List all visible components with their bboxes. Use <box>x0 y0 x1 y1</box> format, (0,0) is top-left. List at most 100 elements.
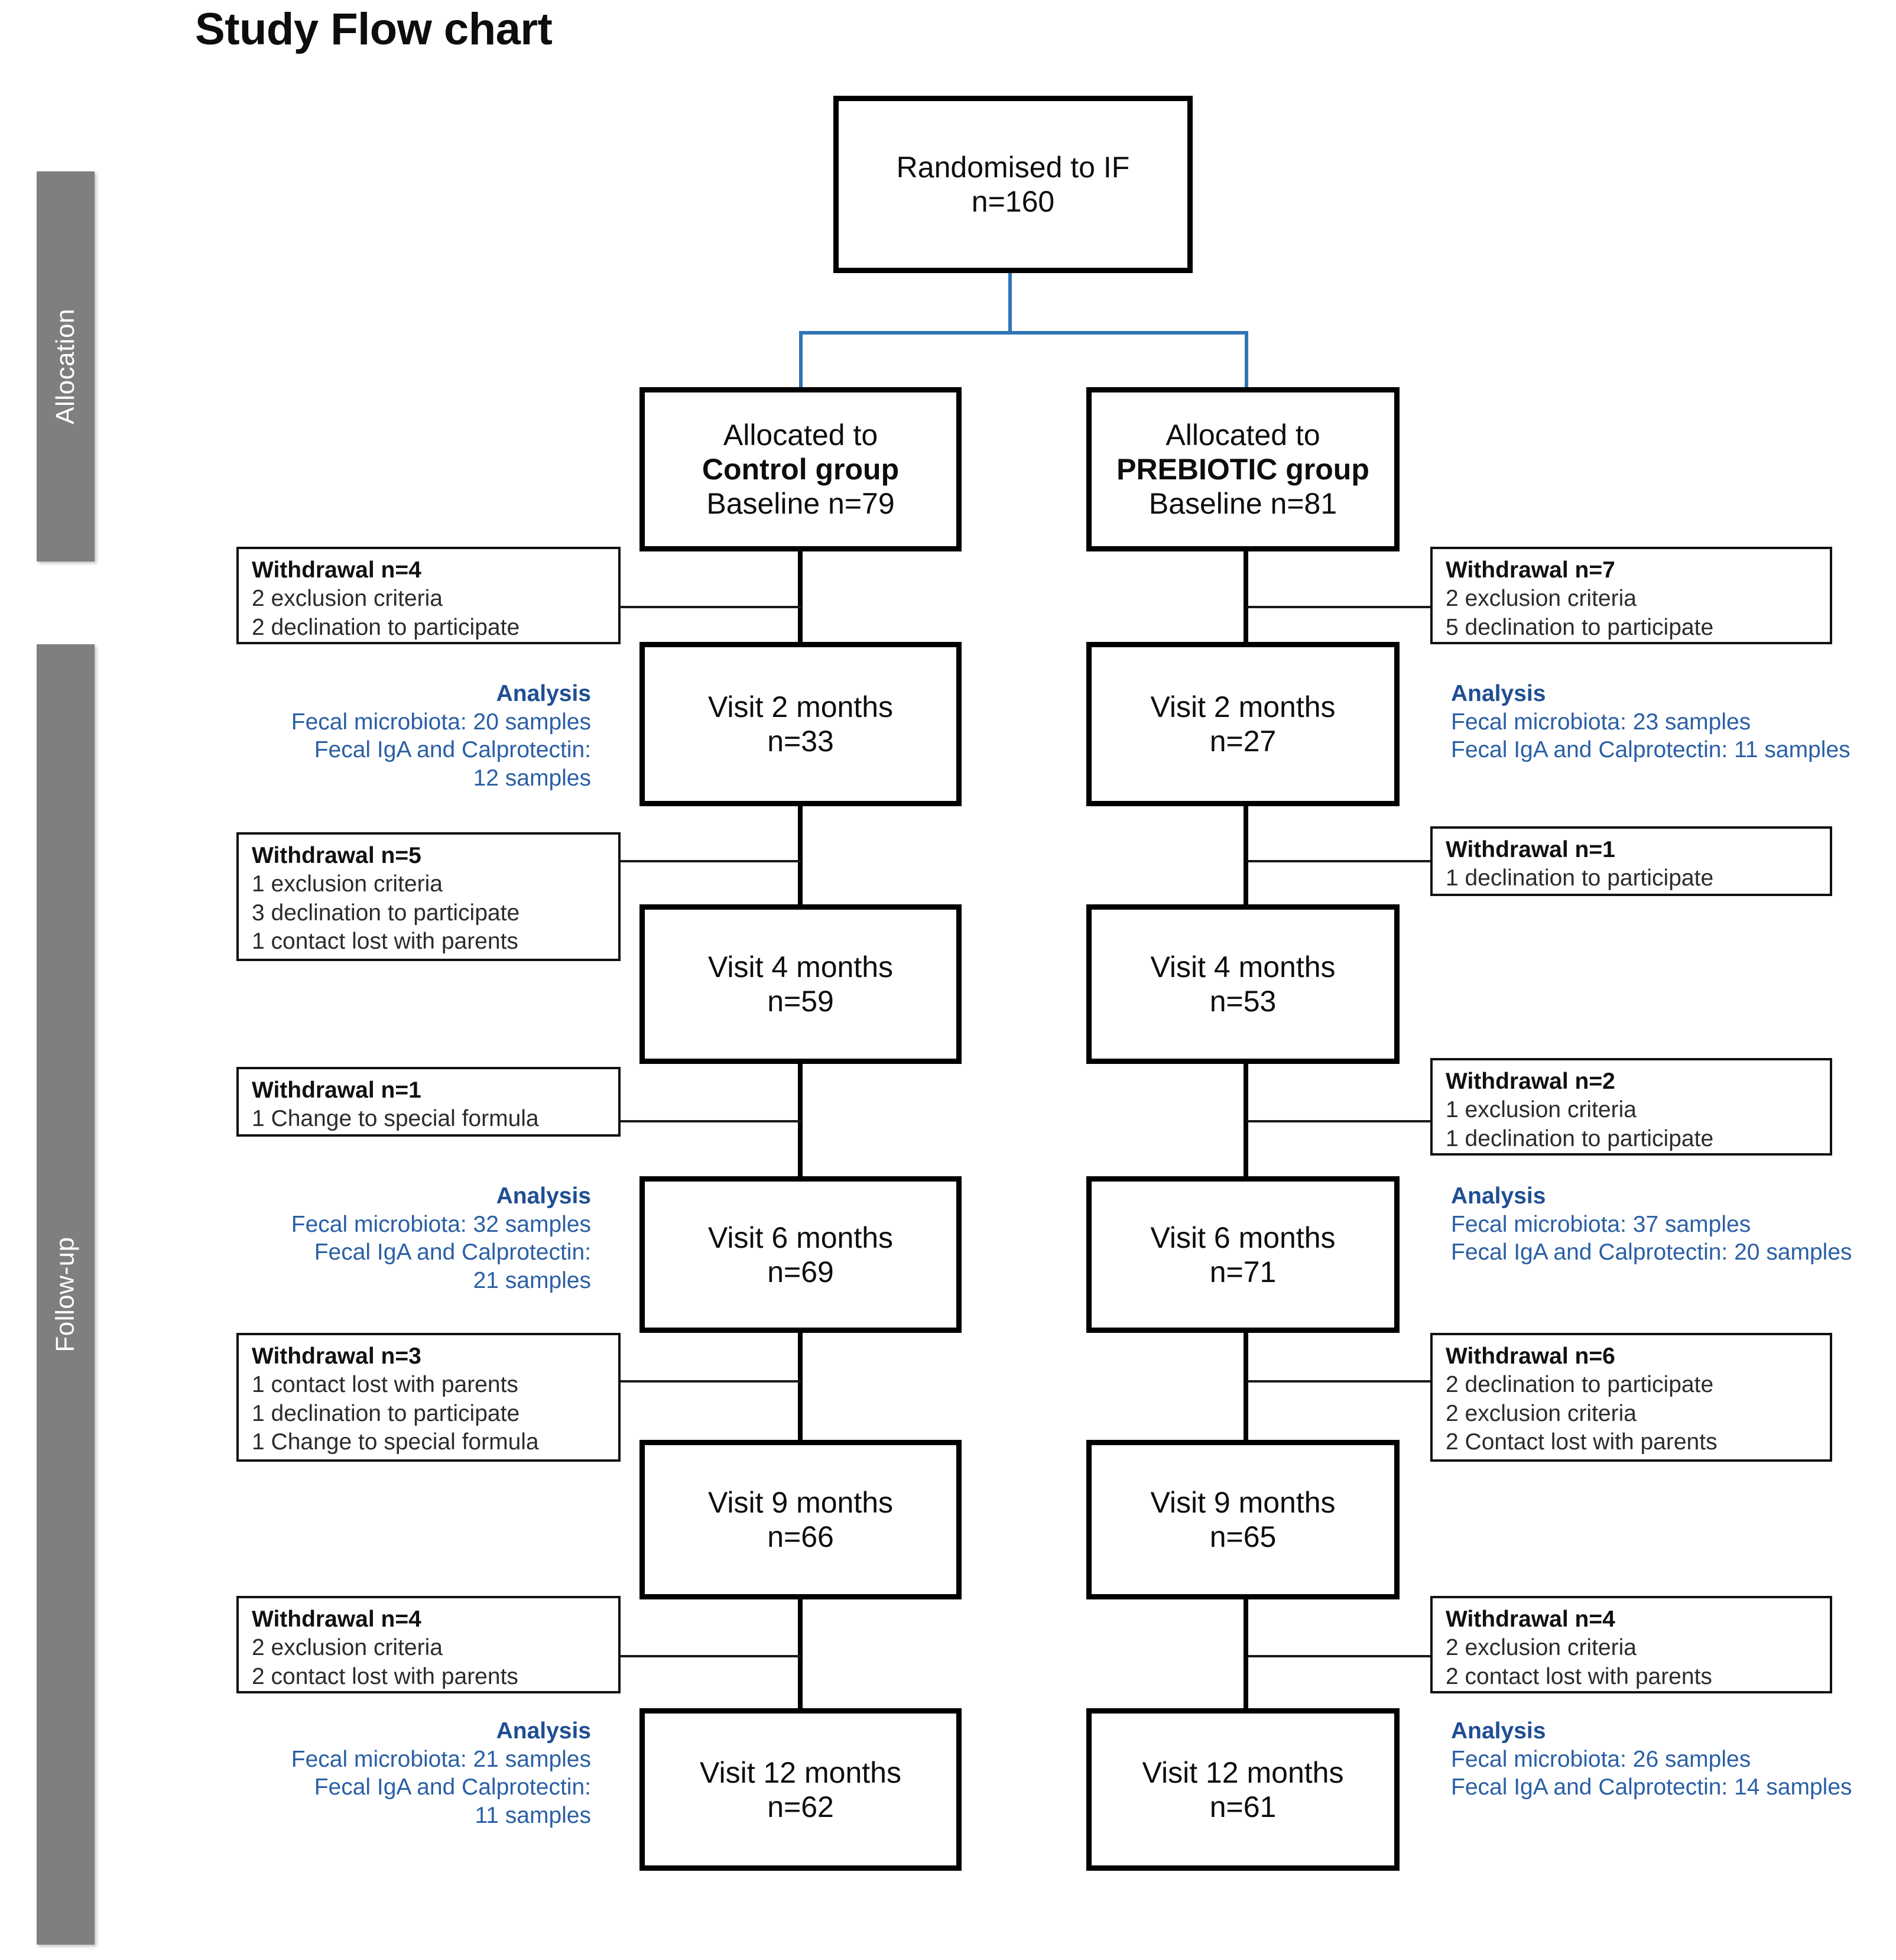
withdrawal-prebiotic-4-reason-2: 2 exclusion criteria <box>1446 1400 1637 1426</box>
analysis-control-6mo: Analysis Fecal microbiota: 32 samples Fe… <box>225 1182 591 1294</box>
withdrawal-prebiotic-3-reason-2: 1 declination to participate <box>1446 1125 1714 1151</box>
connector-drop-prebiotic <box>1245 331 1248 390</box>
withdrawal-control-5-title: Withdrawal n=4 <box>252 1607 421 1632</box>
connector-control-spine-2 <box>798 804 803 907</box>
analysis-prebiotic-12mo: Analysis Fecal microbiota: 26 samples Fe… <box>1451 1717 1888 1802</box>
connector-withdrawal-prebiotic-2 <box>1247 860 1430 862</box>
box-visit-control-6mo[interactable]: Visit 6 months n=69 <box>639 1176 962 1333</box>
analysis-prebiotic-2mo-title: Analysis <box>1451 681 1546 706</box>
phase-bar-allocation: Allocation <box>37 171 95 562</box>
phase-label-allocation: Allocation <box>51 309 80 424</box>
box-visit-prebiotic-6mo[interactable]: Visit 6 months n=71 <box>1086 1176 1400 1333</box>
box-visit-control-4mo[interactable]: Visit 4 months n=59 <box>639 904 962 1064</box>
analysis-prebiotic-6mo: Analysis Fecal microbiota: 37 samples Fe… <box>1451 1182 1888 1267</box>
analysis-control-12mo-line-3: 11 samples <box>475 1802 591 1828</box>
analysis-prebiotic-12mo-title: Analysis <box>1451 1718 1546 1744</box>
visit-prebiotic-2mo-label: Visit 2 months <box>1150 690 1336 723</box>
withdrawal-control-1-reason-2: 2 declination to participate <box>252 614 520 640</box>
box-visit-control-2mo[interactable]: Visit 2 months n=33 <box>639 642 962 806</box>
connector-withdrawal-prebiotic-1 <box>1247 606 1430 608</box>
visit-control-12mo-label: Visit 12 months <box>700 1755 901 1789</box>
withdrawal-prebiotic-2-reason-1: 1 declination to participate <box>1446 865 1714 891</box>
visit-control-2mo-label: Visit 2 months <box>707 690 894 723</box>
connector-withdrawal-control-5 <box>621 1655 801 1657</box>
analysis-control-6mo-line-3: 21 samples <box>473 1267 591 1293</box>
analysis-control-12mo: Analysis Fecal microbiota: 21 samples Fe… <box>225 1717 591 1829</box>
analysis-prebiotic-6mo-line-1: Fecal microbiota: 37 samples <box>1451 1211 1751 1237</box>
analysis-prebiotic-6mo-line-2: Fecal IgA and Calprotectin: 20 samples <box>1451 1239 1852 1265</box>
withdrawal-prebiotic-4-title: Withdrawal n=6 <box>1446 1344 1615 1369</box>
withdrawal-control-4-reason-2: 1 declination to participate <box>252 1400 520 1426</box>
box-withdrawal-prebiotic-2[interactable]: Withdrawal n=1 1 declination to particip… <box>1430 826 1832 896</box>
connector-enrollment-stem <box>1008 273 1012 332</box>
analysis-prebiotic-2mo: Analysis Fecal microbiota: 23 samples Fe… <box>1451 680 1888 764</box>
allocation-prebiotic-baseline: Baseline n=81 <box>1148 487 1337 520</box>
withdrawal-control-2-reason-3: 1 contact lost with parents <box>252 929 518 955</box>
visit-prebiotic-4mo-n: n=53 <box>1209 985 1277 1018</box>
page-title: Study Flow chart <box>195 4 553 54</box>
analysis-control-12mo-title: Analysis <box>496 1718 591 1744</box>
visit-control-2mo-n: n=33 <box>767 725 834 758</box>
box-visit-prebiotic-2mo[interactable]: Visit 2 months n=27 <box>1086 642 1400 806</box>
visit-control-9mo-label: Visit 9 months <box>707 1486 894 1519</box>
withdrawal-control-2-reason-1: 1 exclusion criteria <box>252 871 443 897</box>
connector-control-spine-4 <box>798 1330 803 1442</box>
connector-prebiotic-spine-4 <box>1244 1330 1248 1442</box>
box-visit-prebiotic-4mo[interactable]: Visit 4 months n=53 <box>1086 904 1400 1064</box>
allocation-control-baseline: Baseline n=79 <box>706 487 895 520</box>
connector-control-spine-5 <box>798 1596 803 1711</box>
connector-withdrawal-control-1 <box>621 606 801 608</box>
withdrawal-control-4-reason-1: 1 contact lost with parents <box>252 1372 518 1398</box>
box-withdrawal-control-2[interactable]: Withdrawal n=5 1 exclusion criteria 3 de… <box>236 832 621 961</box>
allocation-prebiotic-group-name: PREBIOTIC group <box>1116 453 1369 486</box>
box-visit-control-9mo[interactable]: Visit 9 months n=66 <box>639 1440 962 1599</box>
withdrawal-control-1-title: Withdrawal n=4 <box>252 557 421 583</box>
box-randomised[interactable]: Randomised to IF n=160 <box>833 96 1193 273</box>
box-visit-prebiotic-9mo[interactable]: Visit 9 months n=65 <box>1086 1440 1400 1599</box>
analysis-control-6mo-line-2: Fecal IgA and Calprotectin: <box>314 1239 591 1265</box>
visit-prebiotic-9mo-n: n=65 <box>1209 1520 1277 1553</box>
visit-prebiotic-4mo-label: Visit 4 months <box>1150 950 1336 984</box>
withdrawal-control-1-reason-1: 2 exclusion criteria <box>252 586 443 612</box>
analysis-control-12mo-line-2: Fecal IgA and Calprotectin: <box>314 1774 591 1800</box>
visit-control-6mo-label: Visit 6 months <box>707 1221 894 1254</box>
box-withdrawal-prebiotic-5[interactable]: Withdrawal n=4 2 exclusion criteria 2 co… <box>1430 1596 1832 1693</box>
withdrawal-prebiotic-5-reason-2: 2 contact lost with parents <box>1446 1663 1712 1689</box>
connector-prebiotic-spine-2 <box>1244 804 1248 907</box>
phase-label-followup: Follow-up <box>51 1237 80 1352</box>
connector-control-spine-1 <box>798 550 803 644</box>
box-withdrawal-prebiotic-1[interactable]: Withdrawal n=7 2 exclusion criteria 5 de… <box>1430 547 1832 644</box>
withdrawal-control-3-reason-1: 1 Change to special formula <box>252 1106 539 1132</box>
connector-withdrawal-prebiotic-5 <box>1247 1655 1430 1657</box>
analysis-control-2mo-line-1: Fecal microbiota: 20 samples <box>291 709 591 735</box>
analysis-control-6mo-line-1: Fecal microbiota: 32 samples <box>291 1211 591 1237</box>
box-withdrawal-control-4[interactable]: Withdrawal n=3 1 contact lost with paren… <box>236 1333 621 1462</box>
connector-allocation-bus <box>799 331 1248 335</box>
withdrawal-control-3-title: Withdrawal n=1 <box>252 1078 421 1103</box>
visit-control-12mo-n: n=62 <box>767 1790 834 1823</box>
withdrawal-prebiotic-1-title: Withdrawal n=7 <box>1446 557 1615 583</box>
visit-prebiotic-12mo-n: n=61 <box>1209 1790 1277 1823</box>
box-allocation-control[interactable]: Allocated to Control group Baseline n=79 <box>639 387 962 551</box>
box-withdrawal-control-3[interactable]: Withdrawal n=1 1 Change to special formu… <box>236 1067 621 1137</box>
withdrawal-prebiotic-2-title: Withdrawal n=1 <box>1446 837 1615 862</box>
withdrawal-prebiotic-5-reason-1: 2 exclusion criteria <box>1446 1635 1637 1661</box>
visit-control-4mo-n: n=59 <box>767 985 834 1018</box>
randomised-line-1: Randomised to IF <box>896 151 1130 184</box>
connector-prebiotic-spine-5 <box>1244 1596 1248 1711</box>
box-withdrawal-control-5[interactable]: Withdrawal n=4 2 exclusion criteria 2 co… <box>236 1596 621 1693</box>
box-visit-control-12mo[interactable]: Visit 12 months n=62 <box>639 1708 962 1871</box>
analysis-control-2mo-line-3: 12 samples <box>473 765 591 791</box>
withdrawal-prebiotic-3-reason-1: 1 exclusion criteria <box>1446 1097 1637 1123</box>
box-withdrawal-prebiotic-3[interactable]: Withdrawal n=2 1 exclusion criteria 1 de… <box>1430 1058 1832 1156</box>
visit-control-6mo-n: n=69 <box>767 1255 834 1289</box>
allocation-prebiotic-line-1: Allocated to <box>1165 418 1320 452</box>
connector-withdrawal-prebiotic-4 <box>1247 1380 1430 1383</box>
box-withdrawal-prebiotic-4[interactable]: Withdrawal n=6 2 declination to particip… <box>1430 1333 1832 1462</box>
connector-withdrawal-control-3 <box>621 1120 801 1122</box>
withdrawal-prebiotic-1-reason-2: 5 declination to participate <box>1446 614 1714 640</box>
connector-withdrawal-prebiotic-3 <box>1247 1120 1430 1122</box>
box-visit-prebiotic-12mo[interactable]: Visit 12 months n=61 <box>1086 1708 1400 1871</box>
box-withdrawal-control-1[interactable]: Withdrawal n=4 2 exclusion criteria 2 de… <box>236 547 621 644</box>
box-allocation-prebiotic[interactable]: Allocated to PREBIOTIC group Baseline n=… <box>1086 387 1400 551</box>
